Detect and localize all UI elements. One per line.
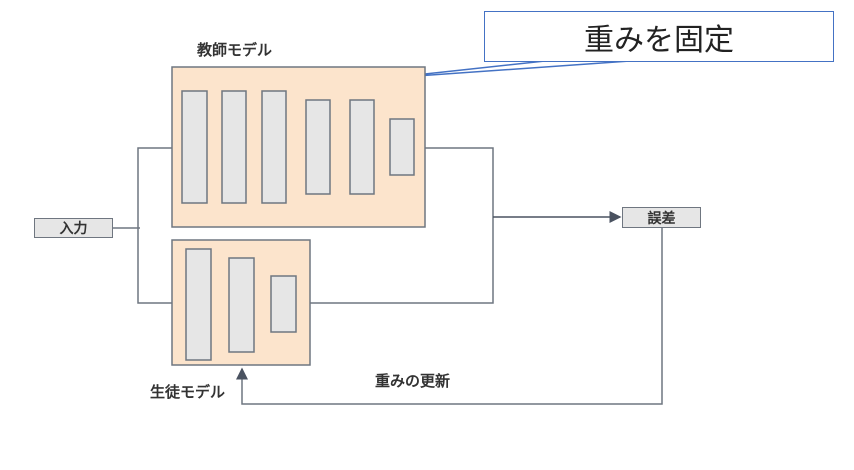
fixed-weights-callout: 重みを固定 <box>484 11 834 62</box>
teacher-model-box <box>171 66 426 228</box>
outputs-merge-line <box>310 147 494 304</box>
input-box: 入力 <box>34 218 113 238</box>
teacher-layer <box>181 90 208 204</box>
error-box: 誤差 <box>622 207 701 228</box>
student-layer <box>185 248 212 361</box>
input-split-line <box>137 147 172 304</box>
student-layer <box>270 275 297 333</box>
connectors <box>112 147 663 405</box>
teacher-layers <box>181 90 415 204</box>
student-layer <box>228 257 255 353</box>
teacher-layer <box>389 118 415 176</box>
student-layers <box>185 248 297 361</box>
update-arrow <box>236 227 663 405</box>
student-model-label: 生徒モデル <box>150 383 226 401</box>
teacher-layer <box>305 99 331 195</box>
teacher-layer <box>261 90 287 204</box>
weight-update-label: 重みの更新 <box>375 372 451 390</box>
teacher-layer <box>349 99 375 195</box>
teacher-layer <box>221 90 247 204</box>
teacher-model-label: 教師モデル <box>197 41 273 59</box>
